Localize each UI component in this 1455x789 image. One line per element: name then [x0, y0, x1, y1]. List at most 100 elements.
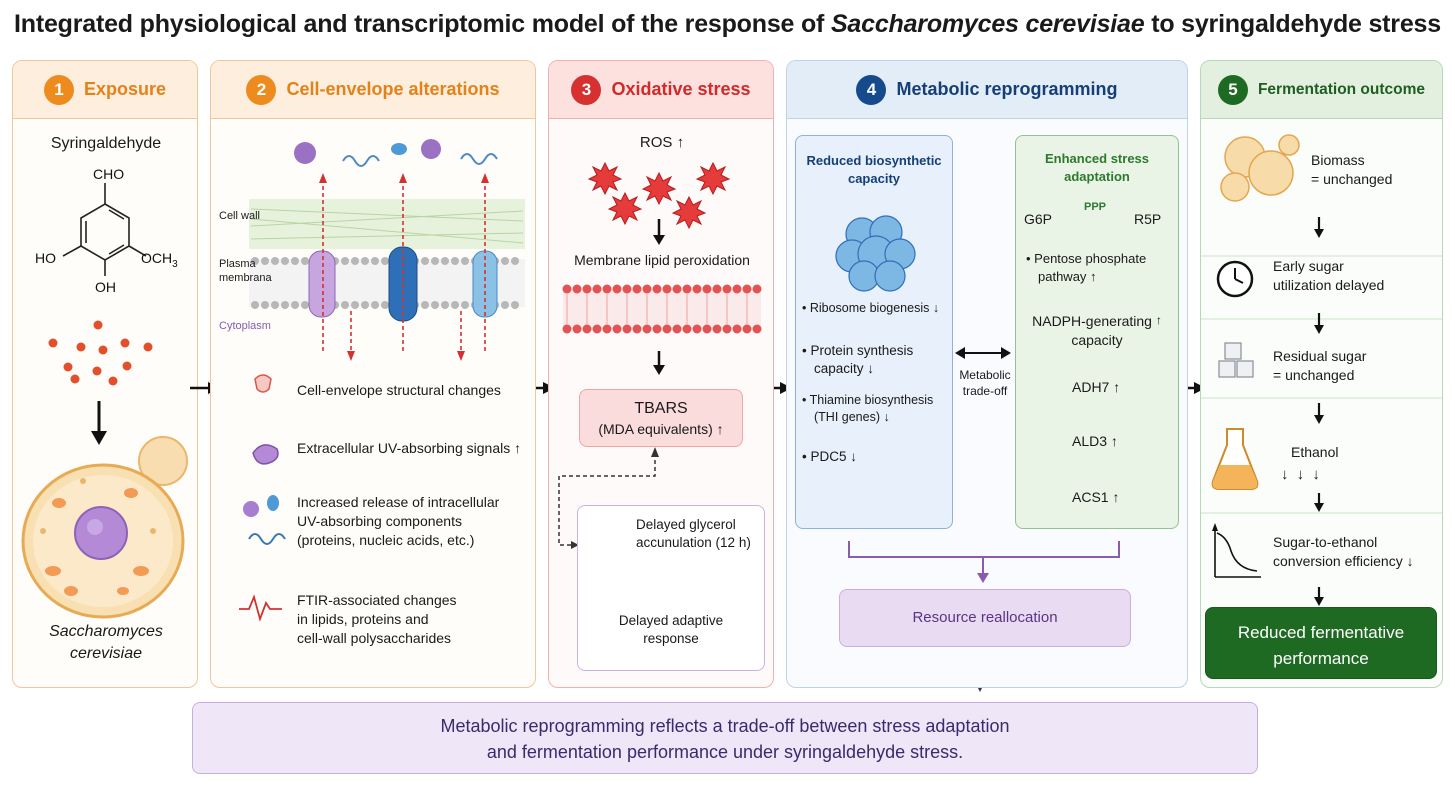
ho-group: HO: [35, 250, 56, 266]
glycerol-line2: accunulation (12 h): [636, 535, 751, 551]
envelope-change-icon: [254, 374, 272, 393]
enhanced-title-line1: Enhanced stress: [1044, 151, 1150, 166]
sugar-utilization-label: Early sugar utilization delayed: [1273, 257, 1384, 295]
plasma-membrane-label: Plasma membrana: [219, 257, 272, 286]
pdc5-item: • PDC5 ↓: [802, 449, 857, 464]
panel-exposure-header: 1 Exposure: [13, 61, 197, 119]
plasma-label-line1: Plasma: [219, 258, 256, 270]
result-line1: Reduced fermentative: [1237, 623, 1405, 642]
step-number-2: 2: [246, 74, 277, 105]
panel-fermentation-header: 5 Fermentation outcome: [1201, 61, 1442, 119]
organism-line2: cerevisiae: [69, 644, 143, 662]
efflux-arrowheads: [319, 173, 489, 361]
residual-line1: Residual sugar: [1273, 348, 1367, 364]
transporter-purple: [308, 250, 336, 318]
enhanced-title-line2: adaptation: [1064, 168, 1130, 184]
oh-group: OH: [95, 279, 116, 295]
separator-lines: [1201, 255, 1442, 514]
conclusion-line2: and fermentation performance under syrin…: [486, 742, 964, 763]
envelope-item-3-line2: UV-absorbing components: [297, 512, 462, 529]
reduced-biosynthesis-box: Reduced biosynthetic capacity • Ribosome…: [795, 135, 953, 529]
fermentation-icons: [1201, 134, 1442, 606]
efflux-arrows: [322, 179, 486, 357]
panel-oxidative-stress: 3 Oxidative stress ROS ↑: [548, 60, 774, 688]
curve-axis-arrowhead: [1212, 523, 1218, 531]
released-molecule-icon: [391, 143, 407, 155]
conversion-efficiency-label: Sugar-to-ethanol conversion efficiency ↓: [1273, 533, 1414, 571]
clock-icon: [1216, 260, 1254, 298]
thiamine-line2: (THI genes) ↓: [814, 409, 890, 424]
protein-synthesis-item: • Protein synthesis capacity ↓: [802, 342, 913, 378]
adaptive-line2: response: [643, 631, 699, 647]
panel-cell-envelope: 2 Cell-envelope alterations: [210, 60, 536, 688]
panel-cell-envelope-title: Cell-envelope alterations: [286, 79, 500, 99]
envelope-item-4-line3: cell-wall polysaccharides: [297, 629, 452, 646]
pentose-phosphate-item: • Pentose phosphate pathway ↑: [1026, 250, 1146, 285]
tradeoff-label: Metabolic trade-off: [955, 367, 1015, 399]
conclusion-box: Metabolic reprogramming reflects a trade…: [192, 702, 1258, 774]
arrow-down-ros: [653, 219, 665, 245]
glycerol-box: Delayed glycerol accunulation (12 h) Del…: [577, 505, 765, 671]
released-dna-icons: [342, 153, 498, 167]
tradeoff-line1: Metabolic: [959, 368, 1011, 382]
biomass-line2: = unchanged: [1311, 170, 1393, 187]
biomass-label: Biomass = unchanged: [1311, 151, 1392, 189]
panel-metabolic-reprogramming: 4 Metabolic reprogramming Reduced biosyn…: [786, 60, 1188, 688]
conversion-line2: conversion efficiency ↓: [1273, 552, 1414, 569]
tbars-sub-label: (MDA equivalents) ↑: [598, 421, 724, 437]
step-number-1: 1: [43, 74, 74, 105]
resource-reallocation-box: Resource reallocation: [839, 589, 1131, 647]
syringaldehyde-structure: CHO HO OCH3 OH: [21, 166, 188, 619]
nadph-text: NADPH-generating: [1032, 313, 1152, 329]
uv-signal-icon: [252, 444, 279, 465]
adh7-label: ADH7 ↑: [1072, 379, 1121, 395]
nadph-line1: NADPH-generating ↑: [1016, 312, 1178, 331]
nadph-line2: capacity: [1071, 331, 1123, 348]
panel-fermentation-outcome: 5 Fermentation outcome: [1200, 60, 1443, 688]
ribosome-icon: [835, 215, 916, 292]
panel-fermentation-title: Fermentation outcome: [1257, 80, 1426, 98]
dashed-arrowhead-right: [571, 541, 579, 549]
reallocation-arrowhead: [977, 573, 989, 583]
ethanol-label: Ethanol: [1291, 444, 1339, 460]
panel-oxidative-title: Oxidative stress: [611, 79, 751, 99]
title-prefix: Integrated physiological and transcripto…: [14, 10, 825, 38]
ribosome-biogenesis-item: • Ribosome biogenesis ↓: [802, 301, 940, 315]
organism-label: Saccharomyces cerevisiae: [13, 621, 197, 664]
ros-burst-icons: [587, 161, 731, 230]
step-number-5: 5: [1217, 74, 1248, 105]
figure-title: Integrated physiological and transcripto…: [0, 10, 1455, 39]
reduced-performance-label: Reduced fermentative performance: [1206, 620, 1436, 671]
plasma-label-line2: membrana: [219, 272, 272, 285]
arrow-down-membrane: [653, 351, 665, 375]
r5p-label: R5P: [1134, 211, 1162, 227]
syringaldehyde-molecules: [48, 320, 153, 386]
cytoplasm-label: Cytoplasm: [219, 320, 271, 332]
pentose-line2: pathway ↑: [1038, 268, 1097, 284]
conclusion-line1: Metabolic reprogramming reflects a trade…: [440, 716, 1010, 736]
adaptive-response-label: Delayed adaptive response: [578, 612, 764, 648]
envelope-item-1: Cell-envelope structural changes: [297, 382, 501, 398]
yeast-cell-icon: [21, 436, 188, 619]
cho-group: CHO: [93, 166, 124, 182]
tradeoff-double-arrow: [955, 347, 1011, 359]
ethanol-flask-icon: [1211, 428, 1259, 490]
reallocation-bracket: [848, 541, 1120, 575]
panel-cell-envelope-header: 2 Cell-envelope alterations: [211, 61, 535, 119]
envelope-item-4: FTIR-associated changes in lipids, prote…: [297, 591, 457, 648]
conversion-curve-icon: [1214, 529, 1261, 578]
nadph-arrow: ↑: [1155, 313, 1162, 327]
compound-name: Syringaldehyde: [50, 135, 162, 152]
envelope-item-4-line2: in lipids, proteins and: [297, 610, 429, 627]
conversion-line1: Sugar-to-ethanol: [1273, 534, 1378, 550]
organism-line1: Saccharomyces: [49, 623, 163, 640]
dashed-link-tbars-glycerol: [558, 453, 656, 546]
biomass-line1: Biomass: [1311, 152, 1365, 168]
dashed-arrowhead-up: [651, 447, 659, 457]
nucleic-acid-release-icon: [267, 495, 279, 511]
glycerol-line1: Delayed glycerol: [636, 517, 736, 532]
protein-synthesis-line2: capacity ↓: [814, 361, 875, 377]
panel-metabolic-header: 4 Metabolic reprogramming: [787, 61, 1187, 119]
pentose-line1: • Pentose phosphate: [1026, 251, 1147, 266]
ald3-label: ALD3 ↑: [1072, 433, 1118, 449]
